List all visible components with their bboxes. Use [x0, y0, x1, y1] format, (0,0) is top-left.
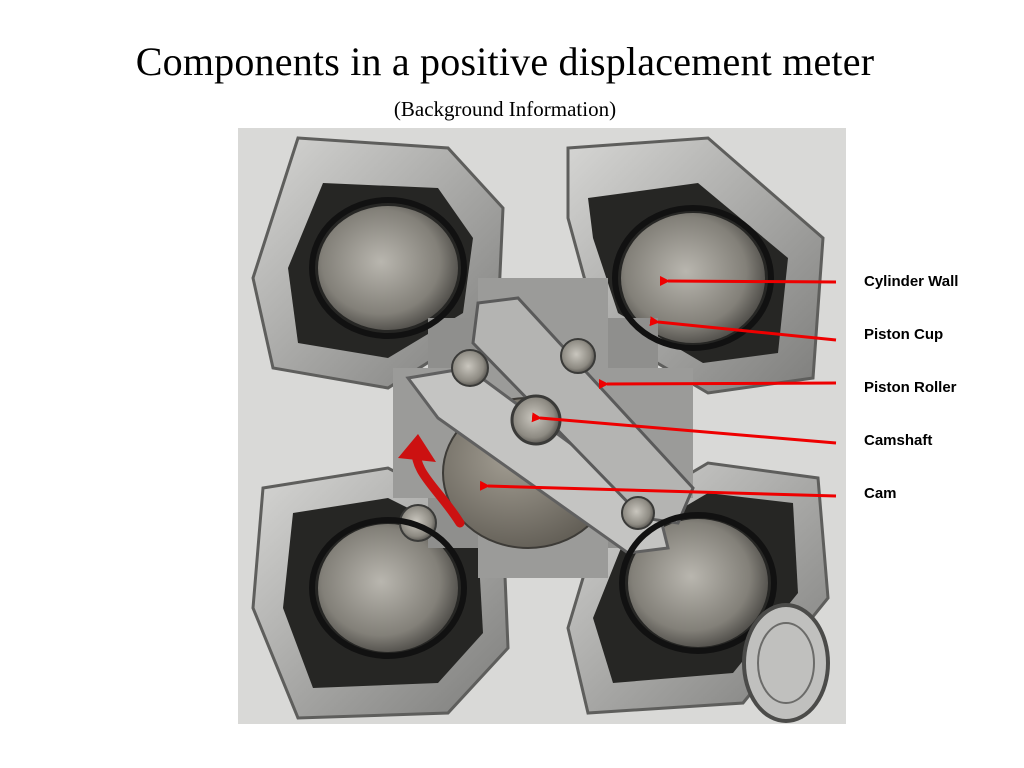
meter-cutaway-photo	[238, 128, 846, 724]
camshaft-hub	[510, 394, 562, 446]
label-camshaft: Camshaft	[864, 432, 933, 449]
label-cylinder-wall: Cylinder Wall	[864, 273, 959, 290]
label-cam: Cam	[864, 485, 897, 502]
slide-subtitle: (Background Information)	[393, 97, 617, 121]
connecting-arm-b	[471, 296, 695, 525]
label-piston-roller: Piston Roller	[864, 379, 957, 396]
label-piston-cup: Piston Cup	[864, 326, 944, 343]
dial-wheel	[742, 603, 830, 723]
slide-title: Components in a positive displacement me…	[135, 39, 875, 84]
